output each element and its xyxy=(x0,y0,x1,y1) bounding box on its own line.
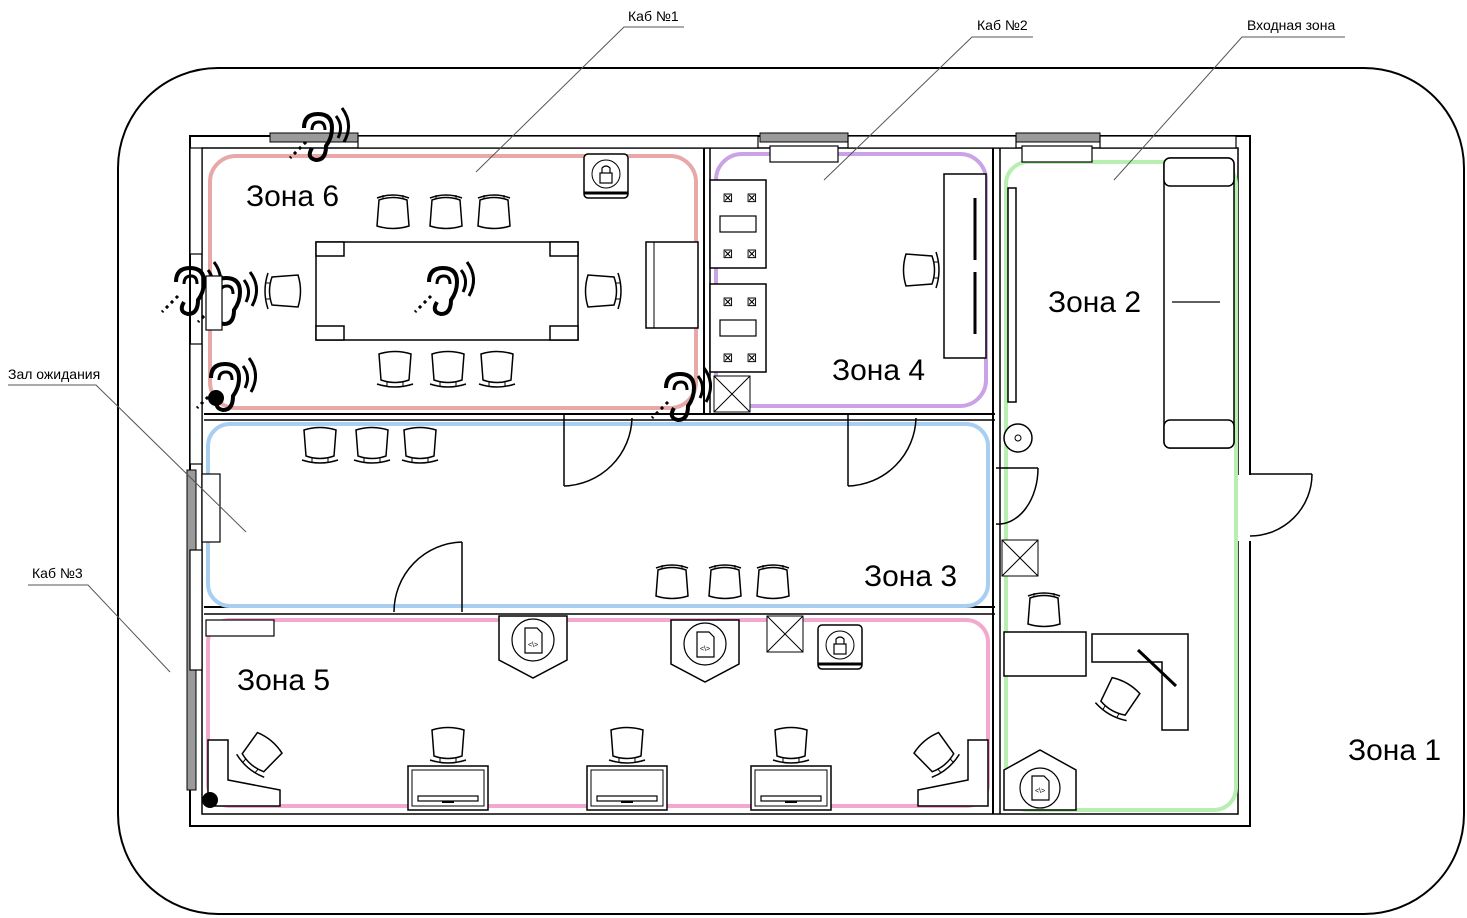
chair-icon xyxy=(1027,592,1061,628)
callout-waiting: Зал ожидания xyxy=(8,366,247,533)
lock-icon xyxy=(816,623,864,671)
reception-desk xyxy=(1003,631,1087,677)
callout-label: Каб №2 xyxy=(977,17,1028,33)
callout-label: Входная зона xyxy=(1247,17,1335,33)
chair-icon xyxy=(376,194,410,230)
site-boundary xyxy=(117,67,1465,915)
vent-box xyxy=(713,375,751,413)
document-code-icon xyxy=(498,615,568,679)
lock-icon xyxy=(582,152,630,200)
chair-icon xyxy=(401,426,439,464)
chair-icon xyxy=(477,194,511,230)
sofa xyxy=(1163,157,1235,449)
zone-4-label: Зона 4 xyxy=(832,354,925,387)
hearing-loop-icon xyxy=(195,356,258,412)
chair-icon xyxy=(756,564,790,600)
sink-icon xyxy=(1003,423,1033,453)
chair-icon xyxy=(301,426,339,464)
svg-text:<\>: <\> xyxy=(1035,788,1045,795)
windows xyxy=(189,135,1237,671)
marker-dot xyxy=(208,390,224,406)
counter xyxy=(943,173,987,359)
wall-panel xyxy=(1007,187,1017,403)
vent-box xyxy=(766,615,804,653)
chair-icon xyxy=(429,350,467,388)
chair-icon xyxy=(233,728,286,781)
callout-kab1: Каб №1 xyxy=(475,8,684,173)
chair-icon xyxy=(910,728,963,781)
chair-icon xyxy=(376,350,414,388)
zone-5-label: Зона 5 xyxy=(237,664,330,697)
document-code-icon: <\> xyxy=(1003,749,1077,811)
waiting-chairs xyxy=(301,426,790,600)
chair-icon xyxy=(708,564,742,600)
marker-dot xyxy=(202,792,218,808)
l-shaped-desk xyxy=(1091,633,1189,731)
callout-label: Каб №1 xyxy=(628,8,679,24)
zone-6-label: Зона 6 xyxy=(246,180,339,213)
chair-icon xyxy=(264,272,302,310)
stove-icon xyxy=(709,179,767,269)
hearing-loop-icon xyxy=(650,366,713,422)
callout-label: Зал ожидания xyxy=(8,366,100,382)
callout-kab2: Каб №2 xyxy=(823,17,1033,181)
corner-desk xyxy=(917,739,989,807)
cabinet xyxy=(645,241,699,329)
chair-icon xyxy=(608,726,646,764)
chair-icon xyxy=(655,564,689,600)
chair-icon xyxy=(772,726,810,764)
chair-icon xyxy=(584,272,622,310)
doors xyxy=(393,414,1313,613)
zone-2-outline xyxy=(1004,160,1238,812)
chair-icon xyxy=(1093,673,1144,724)
chair-icon xyxy=(478,350,516,388)
callout-kab3: Каб №3 xyxy=(28,565,171,673)
zone-2-label: Зона 2 xyxy=(1048,286,1141,319)
chair-icon xyxy=(902,251,940,289)
zone-3-label: Зона 3 xyxy=(864,560,957,593)
stove-icon xyxy=(709,283,767,373)
chair-icon xyxy=(353,426,391,464)
zone-1-label: Зона 1 xyxy=(1348,734,1441,767)
callout-label: Каб №3 xyxy=(32,565,83,581)
chair-icon xyxy=(429,726,467,764)
office-desks xyxy=(407,726,832,811)
document-code-icon xyxy=(670,619,740,683)
callout-entry: Входная зона xyxy=(1113,17,1345,181)
meeting-table xyxy=(315,241,579,341)
chair-icon xyxy=(429,194,463,230)
vent-box xyxy=(1001,539,1039,577)
